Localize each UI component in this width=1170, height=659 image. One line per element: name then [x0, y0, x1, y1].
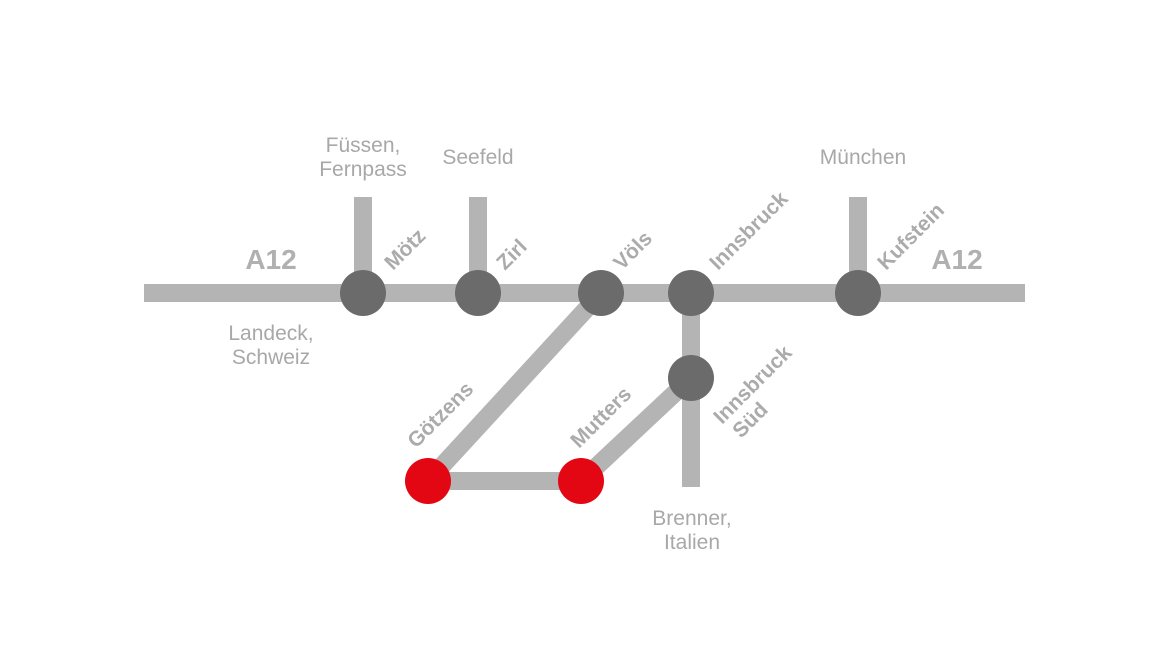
destination-brenner-line2: Italien — [664, 531, 720, 554]
destination-muenchen: München — [820, 146, 906, 169]
exit-label-innsbruck: Innsbruck — [705, 187, 792, 274]
highlight-goetzens[interactable] — [405, 458, 451, 504]
road-label-a12-left: A12 — [245, 244, 296, 275]
exit-label-voels: Völs — [609, 227, 657, 275]
junction-innsbruck-sued[interactable] — [668, 355, 714, 401]
junction-kufstein[interactable] — [835, 270, 881, 316]
junction-zirl[interactable] — [455, 270, 501, 316]
junction-moetz[interactable] — [340, 270, 386, 316]
destination-landeck-line2: Schweiz — [232, 346, 310, 369]
destination-landeck-line1: Landeck, — [228, 322, 313, 345]
destination-fuessen-line1: Füssen, — [326, 134, 401, 157]
destination-brenner-line1: Brenner, — [652, 507, 731, 530]
destination-fuessen-line2: Fernpass — [319, 158, 407, 181]
road-label-a12-right: A12 — [931, 244, 982, 275]
destination-seefeld: Seefeld — [442, 146, 513, 169]
voels-goetzens-line — [421, 286, 608, 488]
highlight-mutters[interactable] — [558, 458, 604, 504]
mutters-innsbruck-sued-line — [574, 371, 698, 488]
exit-label-zirl: Zirl — [492, 235, 531, 274]
junctions — [340, 270, 881, 504]
exit-label-moetz: Mötz — [380, 224, 430, 274]
junction-innsbruck[interactable] — [668, 270, 714, 316]
junction-voels[interactable] — [578, 270, 624, 316]
